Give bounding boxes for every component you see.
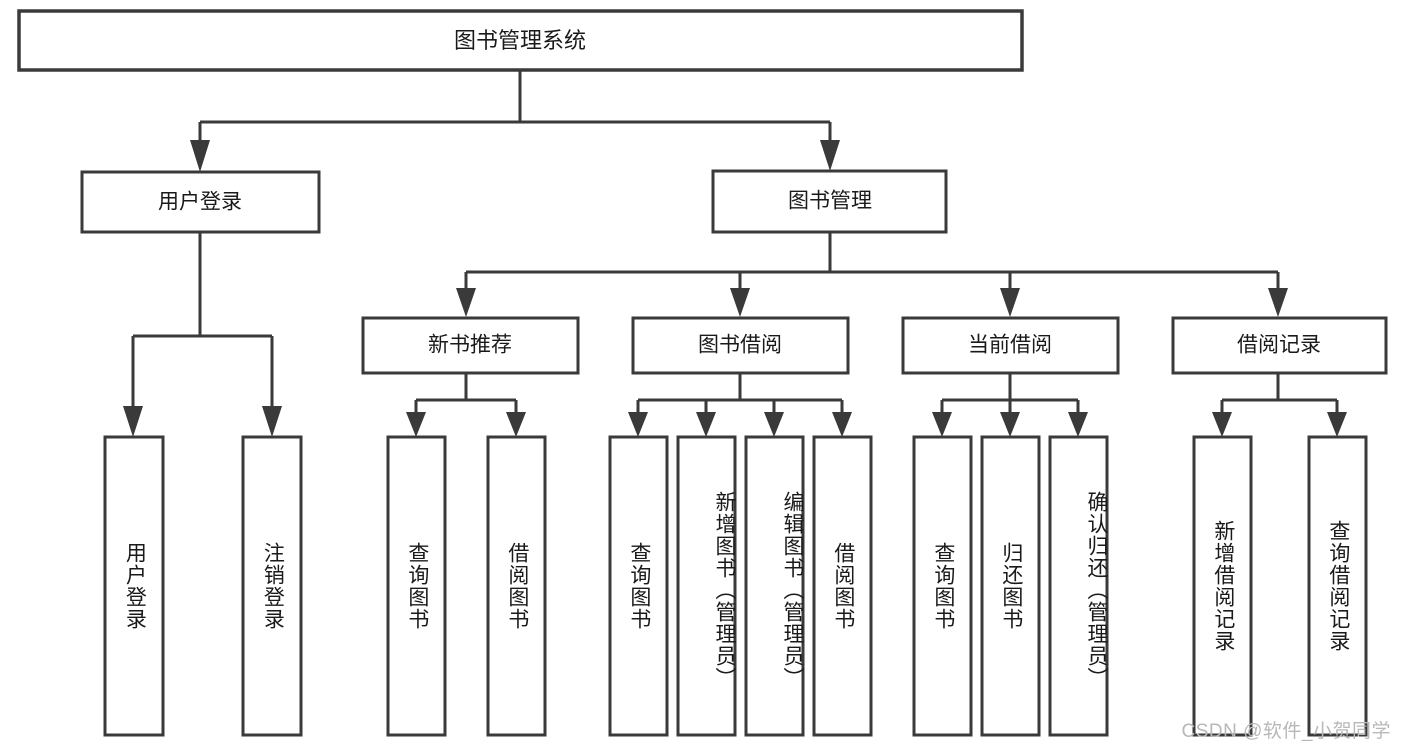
node-root-label: 图书管理系统 [454, 28, 586, 53]
arrow-icon-to-leaf-13 [1327, 412, 1347, 437]
leaf-query-record-box[interactable] [1307, 435, 1368, 737]
node-borrow-record-box[interactable] [1171, 316, 1388, 375]
arrow-icon-to-user-login [190, 140, 210, 172]
arrow-icon-to-current [1000, 288, 1020, 317]
node-book-manage-label: 图书管理 [788, 190, 872, 213]
arrow-icon-to-record [1268, 288, 1288, 317]
leaf-user-login-box[interactable] [103, 435, 165, 737]
leaf-user-logout-box[interactable] [241, 435, 303, 737]
node-user-login-box[interactable] [80, 170, 321, 234]
node-new-book-recommend-box[interactable] [361, 316, 580, 375]
arrow-icon-to-leaf-11 [1068, 412, 1088, 437]
connector-layer [131, 70, 1339, 412]
leaf-return-book-box[interactable] [980, 435, 1041, 737]
node-current-borrow-label: 当前借阅 [968, 334, 1052, 357]
node-book-borrow-box[interactable] [631, 316, 850, 375]
node-current-borrow-box[interactable] [901, 316, 1120, 375]
leaf-borrow-book-2-box[interactable] [812, 435, 873, 737]
arrow-icon-to-leaf-5 [628, 412, 648, 437]
arrow-icon-to-leaf-12 [1212, 412, 1232, 437]
arrow-icon-to-leaf-2 [262, 406, 282, 437]
leaf-add-book-box[interactable] [676, 435, 737, 737]
leaf-query-book-3-box[interactable] [912, 435, 973, 737]
arrow-icon-to-leaf-6 [696, 412, 716, 437]
node-book-borrow[interactable]: 图书借阅 [631, 316, 850, 375]
node-borrow-record-label: 借阅记录 [1237, 334, 1321, 357]
arrow-icon-to-leaf-10 [1000, 412, 1020, 437]
arrow-icon-to-leaf-4 [506, 412, 526, 437]
arrow-icon-to-book-manage [820, 140, 840, 171]
leaf-borrow-book-1-box[interactable] [486, 435, 547, 737]
arrow-icon-to-book-borrow [730, 288, 750, 317]
node-book-manage-box[interactable] [711, 169, 948, 234]
node-borrow-record[interactable]: 借阅记录 [1171, 316, 1388, 375]
arrow-icon-to-leaf-7 [764, 412, 784, 437]
arrow-icon-to-leaf-9 [932, 412, 952, 437]
node-book-borrow-label: 图书借阅 [698, 334, 782, 357]
leaf-box-layer [103, 435, 1368, 737]
arrowhead-layer [123, 140, 1347, 437]
leaf-add-record-box[interactable] [1192, 435, 1253, 737]
node-user-login-label: 用户登录 [158, 191, 242, 214]
leaf-confirm-return-box[interactable] [1048, 435, 1109, 737]
arrow-icon-to-recommend [456, 288, 476, 317]
arrow-icon-to-leaf-8 [832, 412, 852, 437]
arrow-icon-to-leaf-1 [123, 406, 143, 437]
leaf-query-book-2-box[interactable] [608, 435, 669, 737]
node-root-box[interactable] [17, 9, 1024, 72]
leaf-query-book-1-box[interactable] [386, 435, 447, 737]
node-current-borrow[interactable]: 当前借阅 [901, 316, 1120, 375]
leaf-edit-book-box[interactable] [744, 435, 805, 737]
node-book-manage[interactable]: 图书管理 [711, 169, 948, 234]
arrow-icon-to-leaf-3 [406, 412, 426, 437]
node-root[interactable]: 图书管理系统 [17, 9, 1024, 72]
node-user-login[interactable]: 用户登录 [80, 170, 321, 234]
node-new-book-recommend-label: 新书推荐 [428, 334, 512, 357]
node-new-book-recommend[interactable]: 新书推荐 [361, 316, 580, 375]
csdn-watermark: CSDN @软件_小贺同学 [1181, 721, 1391, 742]
